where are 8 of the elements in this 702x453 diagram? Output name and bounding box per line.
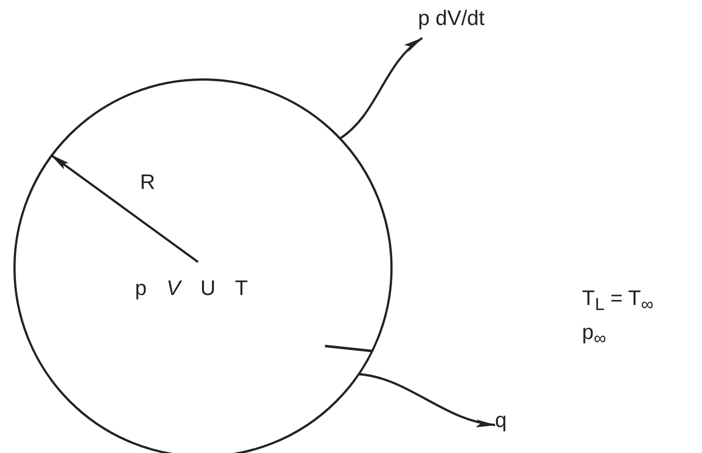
wavy-arrow bbox=[339, 37, 423, 140]
radius-label: R bbox=[140, 172, 156, 193]
heat-flux-label: q bbox=[495, 410, 515, 440]
wavy-arrow bbox=[358, 373, 496, 426]
pressure-label: p$_{∞}$ bbox=[582, 322, 606, 348]
state-variables: p V U T bbox=[135, 278, 248, 299]
temperature-condition: T$_{L}$ = T$_{∞}$ bbox=[582, 288, 654, 314]
work-term-label: p dV/dt bbox=[418, 8, 522, 38]
